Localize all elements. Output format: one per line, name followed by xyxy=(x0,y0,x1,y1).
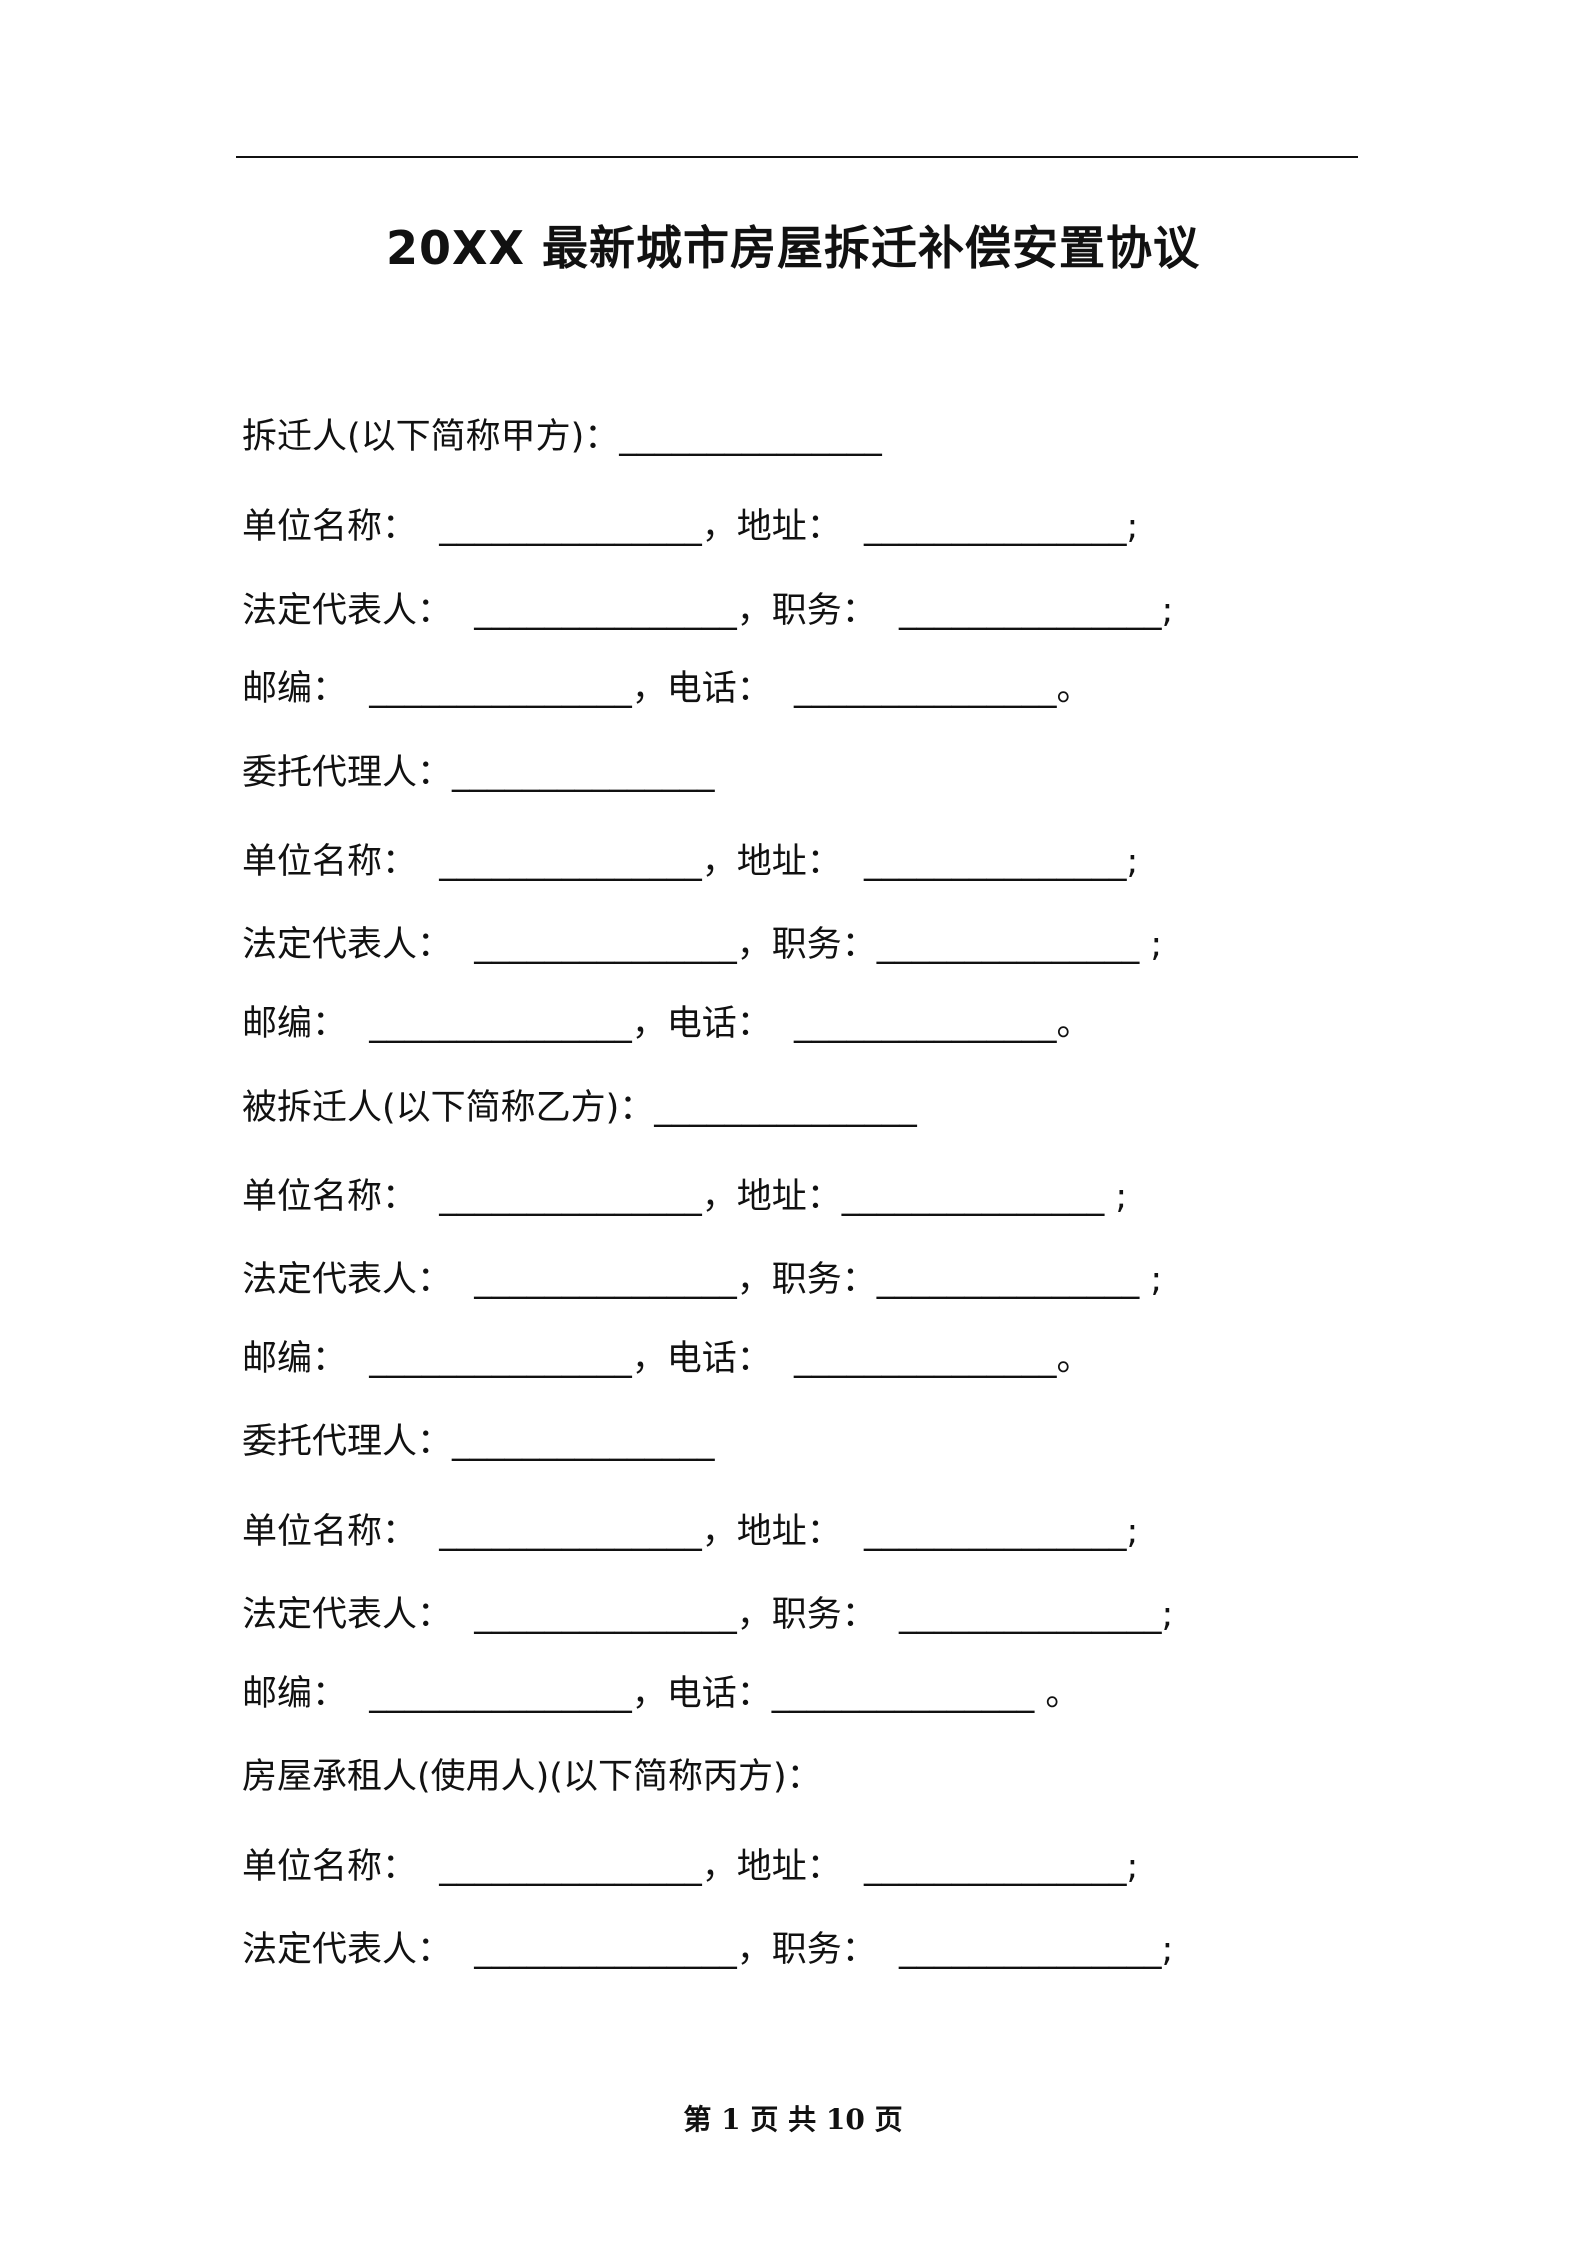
form-line: 邮编： _______________，电话： _______________。 xyxy=(242,1339,1092,1379)
form-line: 委托代理人：_______________ xyxy=(242,1422,715,1462)
form-line: 单位名称： _______________，地址： ______________… xyxy=(242,1847,1139,1887)
form-line: 被拆迁人(以下简称乙方)：_______________ xyxy=(242,1088,917,1128)
form-line: 邮编： _______________，电话：_______________ 。 xyxy=(242,1674,1081,1714)
form-line: 法定代表人： _______________，职务： _____________… xyxy=(242,1595,1174,1635)
form-line: 拆迁人(以下简称甲方)：_______________ xyxy=(242,417,882,457)
form-line: 法定代表人： _______________，职务： _____________… xyxy=(242,591,1174,631)
form-line: 法定代表人： _______________，职务： _____________… xyxy=(242,1930,1174,1970)
form-line: 法定代表人： _______________，职务：______________… xyxy=(242,1260,1163,1300)
header-rule xyxy=(236,156,1358,158)
form-line: 法定代表人： _______________，职务：______________… xyxy=(242,925,1163,965)
page-footer: 第 1 页 共 10 页 xyxy=(683,2103,903,2136)
form-line: 委托代理人：_______________ xyxy=(242,753,715,793)
form-line: 房屋承租人(使用人)(以下简称丙方)： xyxy=(242,1757,822,1797)
form-line: 邮编： _______________，电话： _______________。 xyxy=(242,1004,1092,1044)
form-line: 单位名称： _______________，地址： ______________… xyxy=(242,1512,1139,1552)
form-line: 邮编： _______________，电话： _______________。 xyxy=(242,669,1092,709)
form-line: 单位名称： _______________，地址： ______________… xyxy=(242,507,1139,547)
document-title: 20XX 最新城市房屋拆迁补偿安置协议 xyxy=(386,221,1200,275)
form-line: 单位名称： _______________，地址：_______________… xyxy=(242,1177,1128,1217)
form-line: 单位名称： _______________，地址： ______________… xyxy=(242,842,1139,882)
